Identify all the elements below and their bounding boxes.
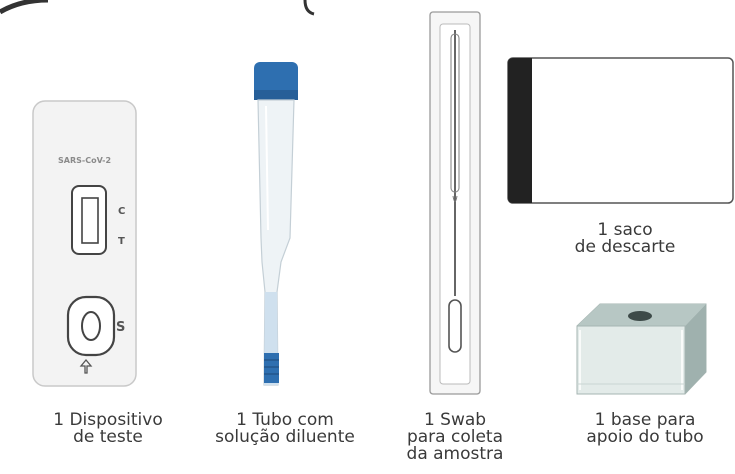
sample-well-mark: S: [116, 320, 126, 335]
caption-swab: 1 Swab para coleta da amostra: [395, 412, 515, 463]
device-brand-label: SARS-CoV-2: [58, 156, 112, 165]
header-partial-glyph: [0, 0, 315, 16]
caption-line: da amostra: [406, 444, 504, 464]
caption-line: de teste: [73, 427, 143, 447]
caption-line: de descarte: [574, 237, 676, 257]
caption-line: 1 base para: [594, 410, 696, 430]
test-device-image: [32, 100, 137, 387]
tube-base-image: [576, 303, 707, 395]
caption-line: para coleta: [406, 427, 504, 447]
caption-base: 1 base para apoio do tubo: [570, 412, 720, 446]
caption-line: 1 Swab: [423, 410, 487, 430]
test-line-mark: T: [118, 236, 125, 247]
caption-device: 1 Dispositivo de teste: [33, 412, 183, 446]
caption-line: 1 Dispositivo: [53, 410, 163, 430]
caption-line: 1 Tubo com: [236, 410, 334, 430]
caption-tube: 1 Tubo com solução diluente: [205, 412, 365, 446]
caption-line: apoio do tubo: [586, 427, 704, 447]
caption-bag: 1 saco de descarte: [560, 222, 690, 256]
caption-line: 1 saco: [597, 220, 653, 240]
discard-bag-image: [507, 57, 734, 204]
caption-line: solução diluente: [215, 427, 355, 447]
swab-package-image: [429, 11, 481, 395]
control-line-mark: C: [118, 206, 126, 217]
diluent-tube-image: [254, 62, 298, 386]
